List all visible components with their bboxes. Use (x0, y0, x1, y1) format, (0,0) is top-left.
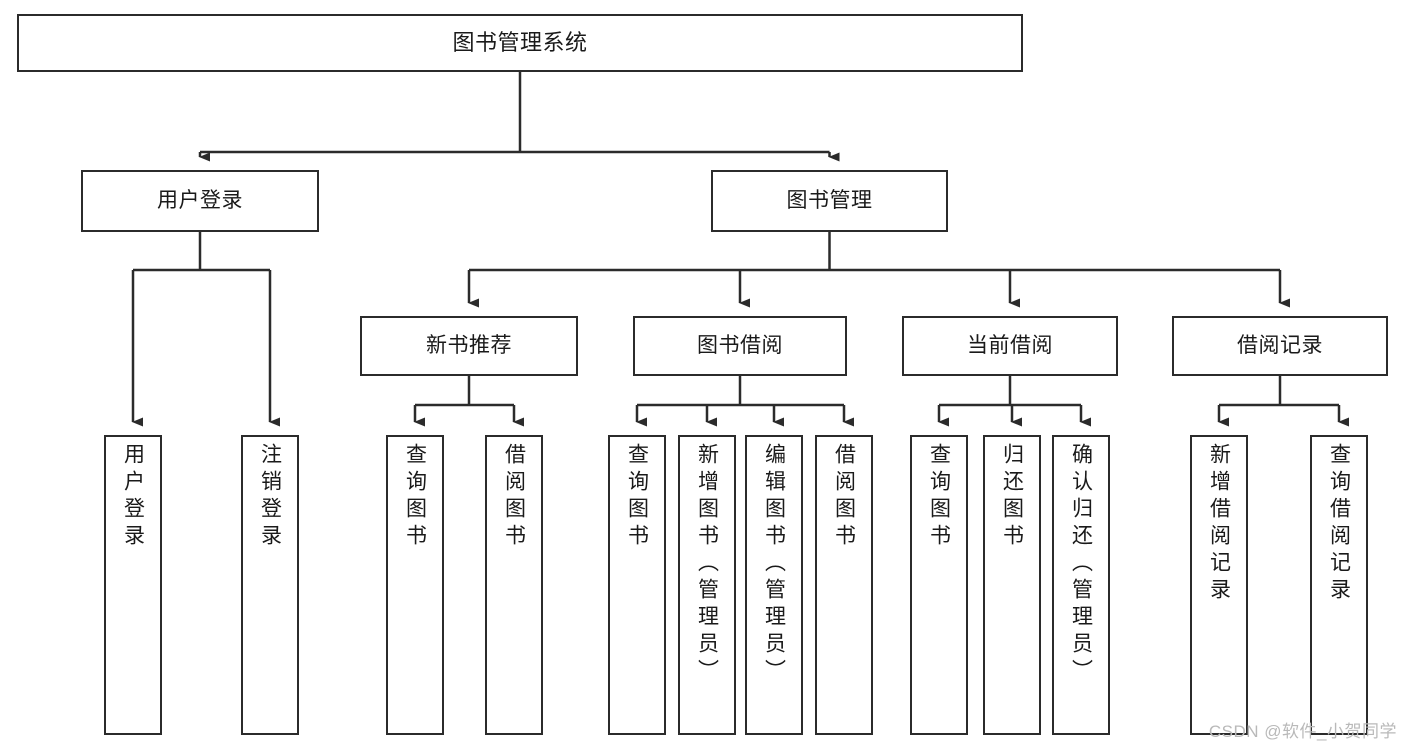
node-label-leaf-borrow-book-2: 借阅图书 (832, 443, 856, 551)
node-leaf-query-book-2[interactable]: 查询图书 (608, 435, 666, 735)
node-label-leaf-confirm-return: 确认归还（管理员） (1069, 443, 1093, 686)
node-current-borrow[interactable]: 当前借阅 (902, 316, 1118, 376)
node-leaf-borrow-book-2[interactable]: 借阅图书 (815, 435, 873, 735)
node-label-book-manage: 图书管理 (786, 188, 873, 212)
node-label-new-book-rec: 新书推荐 (426, 333, 512, 357)
node-label-leaf-edit-book: 编辑图书（管理员） (762, 443, 786, 686)
node-label-leaf-return-book: 归还图书 (1000, 443, 1024, 551)
node-label-root: 图书管理系统 (452, 30, 588, 56)
node-leaf-edit-book[interactable]: 编辑图书（管理员） (745, 435, 803, 735)
node-label-leaf-user-logout: 注销登录 (258, 443, 282, 551)
node-label-leaf-borrow-book-1: 借阅图书 (502, 443, 526, 551)
node-new-book-rec[interactable]: 新书推荐 (360, 316, 578, 376)
node-label-leaf-query-book-2: 查询图书 (625, 443, 649, 551)
node-leaf-add-record[interactable]: 新增借阅记录 (1190, 435, 1248, 735)
node-borrow-record[interactable]: 借阅记录 (1172, 316, 1388, 376)
node-leaf-borrow-book-1[interactable]: 借阅图书 (485, 435, 543, 735)
node-book-borrow[interactable]: 图书借阅 (633, 316, 847, 376)
node-label-leaf-user-login: 用户登录 (121, 443, 145, 551)
node-leaf-query-book-1[interactable]: 查询图书 (386, 435, 444, 735)
node-label-leaf-add-book: 新增图书（管理员） (695, 443, 719, 686)
node-root[interactable]: 图书管理系统 (17, 14, 1023, 72)
node-book-manage[interactable]: 图书管理 (711, 170, 948, 232)
node-leaf-return-book[interactable]: 归还图书 (983, 435, 1041, 735)
node-label-user-login: 用户登录 (157, 188, 243, 212)
node-leaf-query-record[interactable]: 查询借阅记录 (1310, 435, 1368, 735)
node-label-book-borrow: 图书借阅 (697, 333, 783, 357)
node-label-leaf-query-record: 查询借阅记录 (1327, 443, 1351, 605)
node-leaf-add-book[interactable]: 新增图书（管理员） (678, 435, 736, 735)
node-leaf-query-book-3[interactable]: 查询图书 (910, 435, 968, 735)
node-label-leaf-query-book-3: 查询图书 (927, 443, 951, 551)
node-label-leaf-query-book-1: 查询图书 (403, 443, 427, 551)
node-label-current-borrow: 当前借阅 (967, 333, 1053, 357)
node-label-borrow-record: 借阅记录 (1237, 333, 1323, 357)
node-label-leaf-add-record: 新增借阅记录 (1207, 443, 1231, 605)
node-user-login[interactable]: 用户登录 (81, 170, 319, 232)
node-leaf-confirm-return[interactable]: 确认归还（管理员） (1052, 435, 1110, 735)
node-leaf-user-login[interactable]: 用户登录 (104, 435, 162, 735)
node-leaf-user-logout[interactable]: 注销登录 (241, 435, 299, 735)
